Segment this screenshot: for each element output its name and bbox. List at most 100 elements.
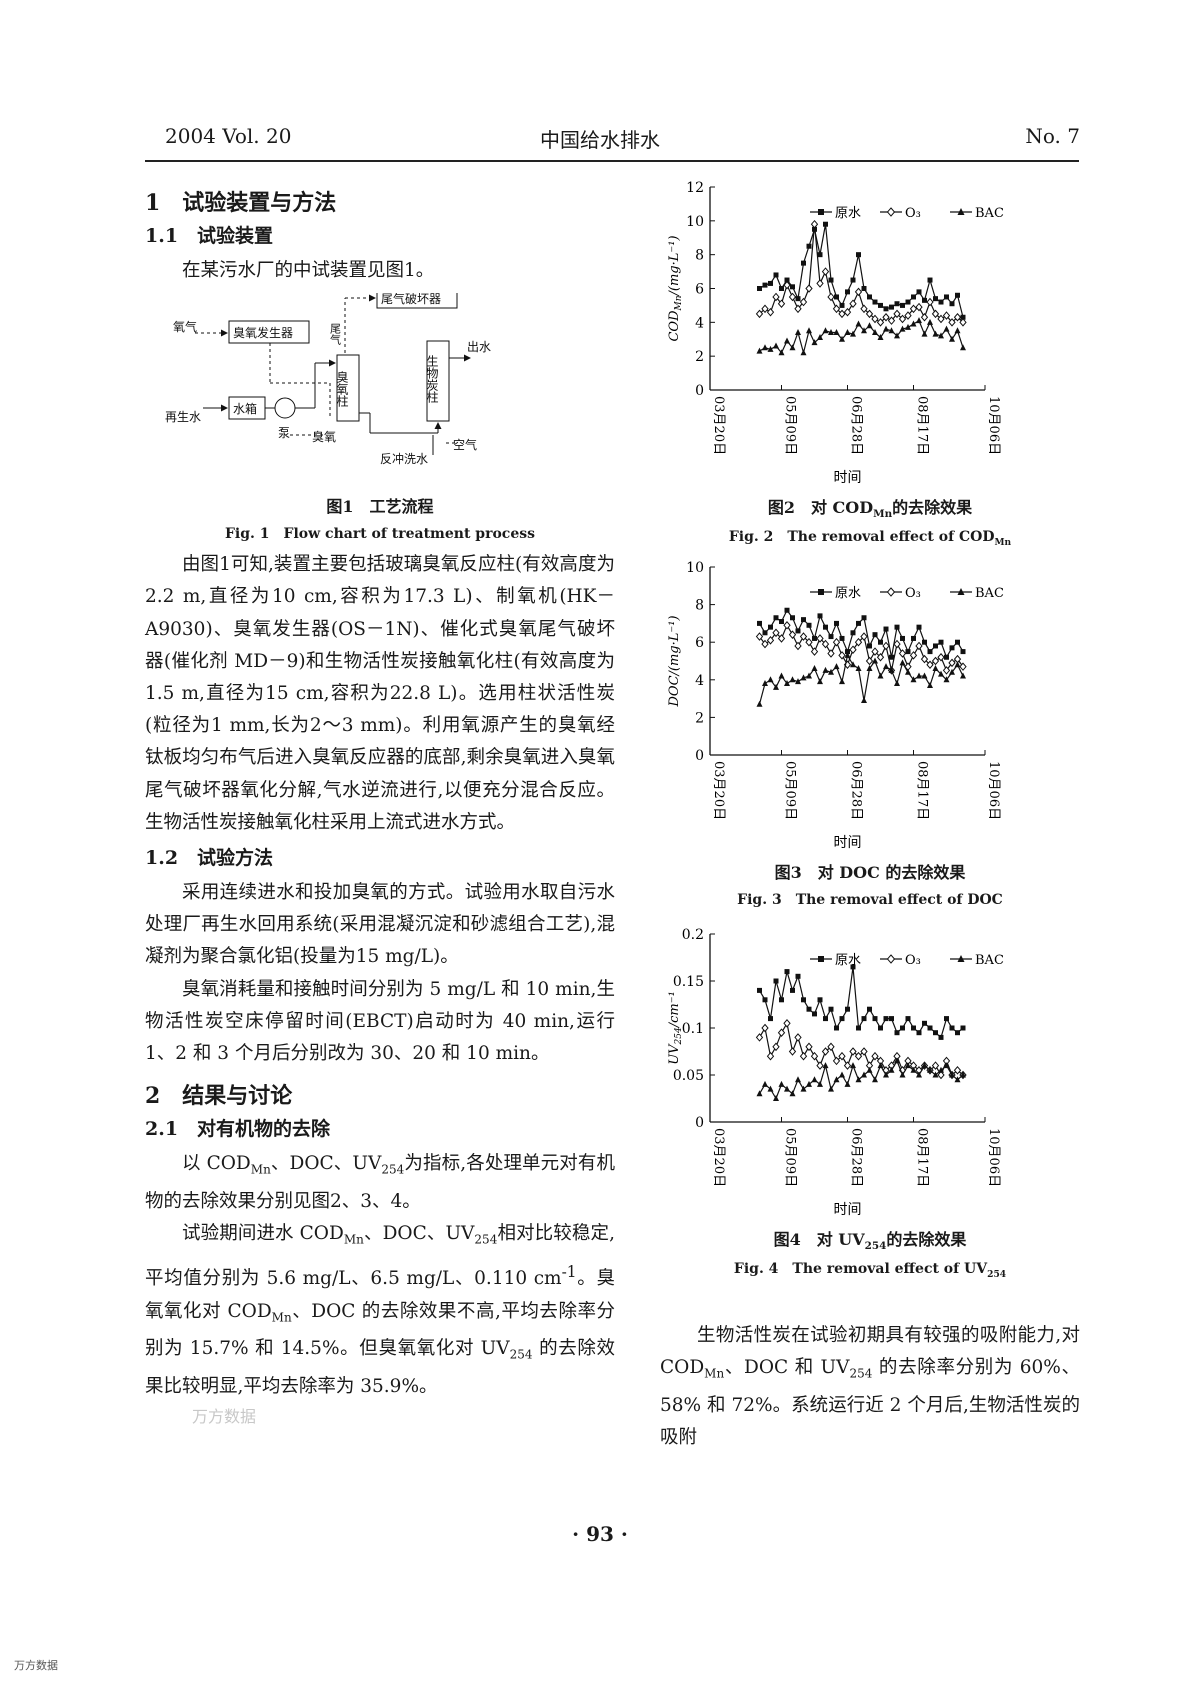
data-point: [855, 320, 862, 327]
data-point: [949, 1025, 955, 1031]
data-point: [773, 683, 779, 690]
data-point: [893, 309, 901, 319]
data-point: [794, 304, 802, 314]
data-point: [861, 286, 867, 291]
y-tick-label: 0.1: [682, 1021, 704, 1037]
data-point: [877, 672, 884, 679]
data-point: [933, 1030, 938, 1036]
data-point: [960, 649, 966, 655]
data-point: [816, 634, 824, 643]
data-point: [794, 641, 802, 651]
data-point: [839, 1071, 845, 1078]
data-point: [811, 1076, 818, 1083]
data-point: [854, 1051, 863, 1061]
data-point: [773, 978, 779, 984]
data-point: [773, 272, 779, 278]
data-point: [839, 1016, 845, 1022]
data-point: [861, 696, 867, 703]
legend-label: O₃: [905, 206, 921, 221]
section-2-1-heading: 2.1 对有机物的去除: [145, 1118, 331, 1141]
data-point: [865, 309, 874, 319]
data-point: [861, 615, 867, 621]
data-point: [916, 1030, 922, 1036]
data-point: [883, 306, 889, 312]
data-point: [845, 289, 850, 295]
x-tick-label: 08月17日: [915, 1128, 930, 1187]
data-point: [806, 672, 812, 679]
label-ozone-column: 臭氧柱: [335, 370, 349, 408]
data-point: [817, 334, 823, 341]
legend-label: BAC: [975, 586, 1004, 601]
data-point: [883, 1071, 889, 1078]
legend-marker: [886, 954, 896, 964]
data-point: [905, 323, 911, 330]
x-axis-label: 时间: [834, 470, 862, 486]
data-point: [960, 314, 966, 320]
data-point: [861, 1071, 867, 1078]
data-point: [788, 1047, 797, 1056]
data-point: [931, 309, 940, 319]
data-point: [799, 1051, 808, 1061]
legend-label: O₃: [905, 586, 921, 601]
data-point: [838, 1051, 846, 1061]
data-point: [801, 260, 806, 266]
data-point: [799, 297, 808, 307]
data-point: [800, 1085, 807, 1092]
data-point: [938, 332, 944, 339]
data-point: [905, 299, 911, 305]
data-point: [766, 307, 775, 317]
y-tick-label: 4: [695, 673, 704, 689]
data-point: [828, 634, 834, 640]
label-bac-column: 生物炭柱: [425, 355, 439, 404]
label-ozone: 臭氧: [312, 429, 336, 444]
left-column: 1 试验装置与方法 1.1 试验装置 在某污水厂的中试装置见图1。 氧气 臭氧发…: [145, 185, 615, 1404]
data-point: [762, 997, 768, 1003]
x-tick-label: 08月17日: [915, 396, 930, 455]
data-point: [955, 1030, 960, 1036]
data-point: [828, 277, 834, 283]
data-point: [844, 328, 851, 335]
data-point: [894, 624, 900, 630]
data-point: [761, 1023, 769, 1033]
fig1-description-paragraph: 由图1可知,装置主要包括玻璃臭氧反应柱(有效高度为2.2 m,直径为10 cm,…: [145, 554, 615, 833]
data-point: [850, 630, 856, 636]
legend-marker: [818, 956, 824, 962]
data-point: [850, 1062, 856, 1069]
data-point: [772, 628, 780, 638]
page-number: · 93 ·: [572, 1522, 628, 1546]
data-point: [767, 676, 774, 683]
x-tick-label: 10月06日: [986, 761, 1001, 820]
data-point: [860, 632, 868, 641]
data-point: [784, 680, 790, 687]
x-axis-label: 时间: [834, 835, 862, 851]
section-1-1-heading: 1.1 试验装置: [145, 225, 274, 247]
data-point: [922, 1020, 927, 1026]
data-point: [850, 964, 856, 970]
data-point: [828, 328, 834, 335]
data-point: [894, 680, 900, 687]
data-point: [889, 304, 894, 310]
data-point: [810, 647, 819, 656]
y-tick-label: 8: [695, 598, 704, 614]
data-point: [954, 327, 961, 334]
data-point: [959, 662, 967, 671]
legend-marker: [886, 587, 896, 597]
data-point: [832, 304, 841, 314]
data-point: [855, 665, 862, 672]
data-point: [878, 1025, 883, 1031]
data-point: [794, 1033, 802, 1042]
data-point: [839, 302, 845, 308]
data-point: [878, 639, 883, 645]
data-point: [805, 637, 813, 647]
data-point: [849, 1047, 857, 1056]
watermark: 万方数据: [192, 1407, 257, 1426]
data-point: [860, 1047, 868, 1056]
data-point: [839, 635, 845, 641]
data-point: [812, 1011, 817, 1017]
data-point: [883, 1016, 889, 1022]
data-point: [916, 289, 922, 295]
x-tick-label: 05月09日: [783, 396, 798, 455]
data-point: [833, 663, 840, 670]
